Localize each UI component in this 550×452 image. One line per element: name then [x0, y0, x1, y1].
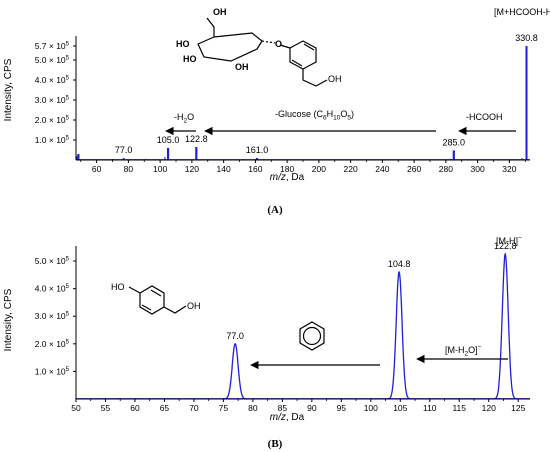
- x-tick-label: 160: [248, 164, 262, 174]
- peak-label: 161.0: [246, 145, 269, 155]
- x-tick-label: 120: [482, 403, 496, 413]
- loss-h2o-label: -H2O: [174, 112, 194, 125]
- x-tick-label: 200: [312, 164, 326, 174]
- benzene-structure: [299, 321, 325, 351]
- x-tick-label: 60: [130, 403, 140, 413]
- x-tick-label: 95: [337, 403, 347, 413]
- y-tick-label: 5.0 × 105: [35, 256, 70, 266]
- x-tick-label: 65: [160, 403, 170, 413]
- x-tick-label: 300: [471, 164, 485, 174]
- x-tick-label: 120: [185, 164, 199, 174]
- x-tick-label: 110: [423, 403, 437, 413]
- y-tick-label: 1.0 × 105: [35, 366, 70, 376]
- peak-label: 104.8: [388, 259, 411, 269]
- svg-text:OH: OH: [213, 7, 227, 17]
- x-tick-label: 180: [280, 164, 294, 174]
- y-tick-label: 2.0 × 105: [35, 115, 70, 125]
- x-tick-label: 280: [439, 164, 453, 174]
- svg-text:OH: OH: [328, 74, 342, 84]
- svg-text:HO: HO: [176, 39, 190, 49]
- peak: [387, 270, 412, 400]
- peak: [493, 252, 518, 400]
- panel-b-ylabel: Intensity, CPS: [3, 288, 14, 351]
- loss-water-label: [M-H2O]−: [445, 344, 482, 358]
- x-tick-label: 80: [124, 164, 134, 174]
- panel-a: 60 80 100 120 140 160 180 200 220 240 260 280 300 320…: [3, 6, 550, 216]
- panel-b-peak-labels: 77.0 104.8 122.8: [226, 241, 516, 341]
- hydroxybenzyl-structure: [128, 285, 187, 315]
- panel-a-precursor-label: [M+HCOOH-H]−: [494, 6, 550, 17]
- y-tick-label: 5.7 × 105: [35, 41, 70, 51]
- peak-label: 77.0: [115, 145, 133, 155]
- glucoside-labels: OH HO HO OH O OH: [176, 7, 342, 84]
- peak-label: 105.0: [157, 135, 180, 145]
- y-tick-label: 4.0 × 105: [35, 284, 70, 294]
- x-tick-label: 75: [219, 403, 229, 413]
- peak: [76, 155, 80, 160]
- peak-label: 285.0: [443, 137, 466, 147]
- peak: [223, 342, 247, 400]
- panel-b-precursor-label: [M-H]−: [496, 235, 522, 246]
- hydroxybenzyl-oh-label: OH: [187, 301, 201, 311]
- panel-b-xlabel: m/z, Da: [270, 412, 305, 423]
- panel-b: 50 55 60 65 70 75 80 85 90 95 100 105 110 115 120 125 1.…: [3, 235, 530, 450]
- peak-label: 122.8: [185, 134, 208, 144]
- panel-a-ylabel: Intensity, CPS: [3, 58, 14, 121]
- peak-label: 122.8: [494, 241, 517, 251]
- x-tick-label: 240: [375, 164, 389, 174]
- x-tick-label: 260: [407, 164, 421, 174]
- x-tick-label: 55: [101, 403, 111, 413]
- svg-text:OH: OH: [235, 62, 249, 72]
- glucoside-structure: [197, 17, 328, 87]
- panel-a-axes: 60 80 100 120 140 160 180 200 220 240 260 280 300 320…: [35, 36, 530, 174]
- x-tick-label: 50: [71, 403, 81, 413]
- y-tick-label: 3.0 × 105: [35, 95, 70, 105]
- panel-b-axes: 50 55 60 65 70 75 80 85 90 95 100 105 110 115 120 125 1.…: [35, 246, 530, 413]
- loss-glucose-label: -Glucose (C6H10O5): [275, 109, 354, 122]
- x-tick-label: 70: [189, 403, 199, 413]
- x-tick-label: 90: [307, 403, 317, 413]
- y-tick-label: 3.0 × 105: [35, 311, 70, 321]
- loss-hcooh-label: -HCOOH: [466, 112, 503, 122]
- svg-text:HO: HO: [183, 54, 197, 64]
- x-tick-label: 140: [217, 164, 231, 174]
- hydroxybenzyl-ho-label: HO: [111, 282, 125, 292]
- svg-text:O: O: [275, 39, 282, 49]
- x-tick-label: 100: [153, 164, 167, 174]
- x-tick-label: 320: [502, 164, 516, 174]
- panel-a-xlabel: m/z, Da: [270, 172, 305, 183]
- x-tick-label: 125: [511, 403, 525, 413]
- x-tick-label: 80: [248, 403, 258, 413]
- y-tick-label: 4.0 × 105: [35, 75, 70, 85]
- panel-a-label: (A): [267, 204, 283, 216]
- x-tick-label: 100: [364, 403, 378, 413]
- x-tick-label: 85: [278, 403, 288, 413]
- peak-label: 330.8: [515, 33, 538, 43]
- panel-b-label: (B): [268, 438, 283, 450]
- panel-a-peak-labels: 77.0 105.0 122.8 161.0 285.0 330.8: [115, 33, 538, 155]
- x-tick-label: 115: [452, 403, 466, 413]
- y-tick-label: 2.0 × 105: [35, 339, 70, 349]
- y-tick-label: 1.0 × 105: [35, 135, 70, 145]
- y-tick-label: 5.0 × 105: [35, 55, 70, 65]
- x-tick-label: 60: [92, 164, 102, 174]
- x-tick-label: 105: [393, 403, 407, 413]
- x-tick-label: 220: [344, 164, 358, 174]
- peak-label: 77.0: [226, 331, 244, 341]
- panel-b-peaks: [76, 252, 530, 400]
